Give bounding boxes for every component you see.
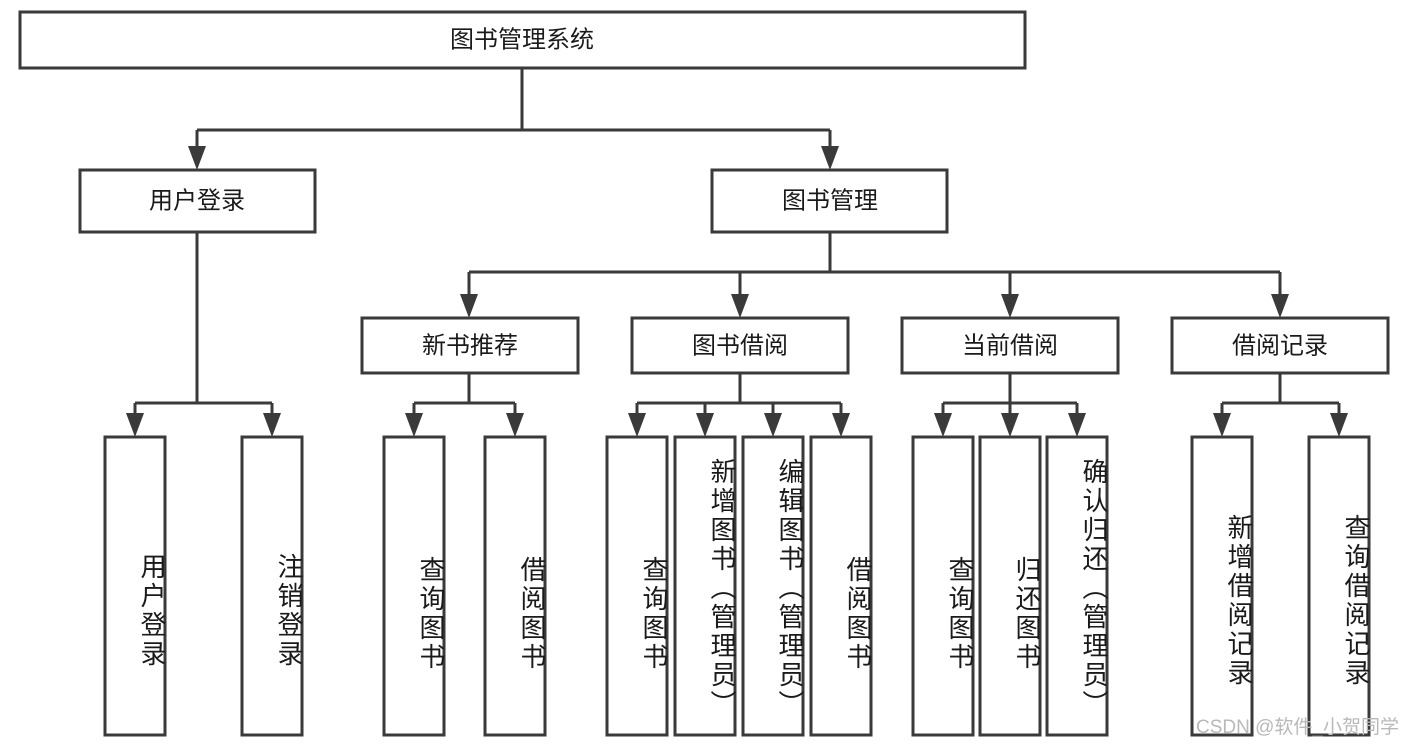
arrow-head-bb-borrow: [832, 413, 850, 437]
arrow-head-borrow-record: [1271, 294, 1289, 318]
arrow-head-cb-query: [934, 413, 952, 437]
node-book-borrow[interactable]: 图书借阅: [630, 316, 850, 375]
connector-bookborrow-to-leaves: [628, 373, 850, 437]
arrow-head-new-book: [460, 294, 478, 318]
arrow-head-br-add: [1213, 413, 1231, 437]
leaf-box-br-query-record[interactable]: [1307, 435, 1371, 737]
connector-currentborrow-to-leaves: [934, 373, 1086, 437]
leaf-box-cb-query-book[interactable]: [911, 435, 975, 737]
node-user-login-label: 用户登录: [149, 187, 245, 214]
arrow-head-bb-edit: [764, 413, 782, 437]
node-book-borrow-label: 图书借阅: [692, 332, 788, 359]
arrow-head-user-login: [188, 146, 206, 170]
node-root-system-box: [18, 10, 1027, 70]
arrow-head-nb-query: [405, 413, 423, 437]
node-root-system[interactable]: 图书管理系统: [18, 10, 1027, 70]
arrow-head-br-query: [1330, 413, 1348, 437]
arrow-head-book-borrow: [731, 294, 749, 318]
node-book-manage-label: 图书管理: [782, 187, 878, 214]
leaf-box-cb-confirm-return[interactable]: [1045, 435, 1109, 737]
connector-newbook-to-leaves: [405, 373, 524, 437]
arrow-head-book-manage: [821, 146, 839, 170]
arrow-head-current-borrow: [1001, 294, 1019, 318]
arrow-head-bb-query: [628, 413, 646, 437]
arrow-head-leaf-logout: [263, 413, 281, 437]
leaf-box-bb-add-book[interactable]: [673, 435, 737, 737]
connector-borrowrecord-to-leaves: [1213, 373, 1348, 437]
node-book-manage-box: [710, 168, 949, 234]
leaf-box-bb-query-book[interactable]: [605, 435, 669, 737]
connector-bookmanage-to-level2: [460, 232, 1289, 318]
arrow-head-cb-return: [1001, 413, 1019, 437]
node-root-system-label: 图书管理系统: [450, 26, 594, 53]
leaf-box-br-add-record[interactable]: [1190, 435, 1254, 737]
leaf-box-bb-borrow-book[interactable]: [809, 435, 873, 737]
node-book-borrow-box: [630, 316, 850, 375]
leaf-box-logout[interactable]: [240, 435, 304, 737]
node-user-login-box: [78, 168, 317, 234]
csdn-watermark: CSDN @软件_小贺同学: [1196, 717, 1399, 738]
arrow-head-nb-borrow: [506, 413, 524, 437]
node-current-borrow[interactable]: 当前借阅: [900, 316, 1120, 375]
node-current-borrow-label: 当前借阅: [962, 332, 1058, 359]
node-new-book-recommend-label: 新书推荐: [422, 332, 518, 359]
node-borrow-record-label: 借阅记录: [1232, 332, 1328, 359]
node-new-book-recommend[interactable]: 新书推荐: [360, 316, 580, 375]
arrow-head-cb-confirm: [1068, 413, 1086, 437]
node-borrow-record[interactable]: 借阅记录: [1170, 316, 1390, 375]
leaf-box-nb-query-book[interactable]: [382, 435, 446, 737]
node-borrow-record-box: [1170, 316, 1390, 375]
leaf-box-nb-borrow-book[interactable]: [483, 435, 547, 737]
node-new-book-recommend-box: [360, 316, 580, 375]
arrow-head-bb-add: [696, 413, 714, 437]
leaf-box-user-login[interactable]: [103, 435, 167, 737]
arrow-head-leaf-user-login: [126, 413, 144, 437]
connector-userlogin-to-leaves: [126, 232, 281, 437]
connector-root-to-level1: [188, 68, 839, 170]
leaf-box-bb-edit-book[interactable]: [741, 435, 805, 737]
node-user-login[interactable]: 用户登录: [78, 168, 317, 234]
node-current-borrow-box: [900, 316, 1120, 375]
leaf-box-cb-return-book[interactable]: [978, 435, 1042, 737]
node-book-manage[interactable]: 图书管理: [710, 168, 949, 234]
